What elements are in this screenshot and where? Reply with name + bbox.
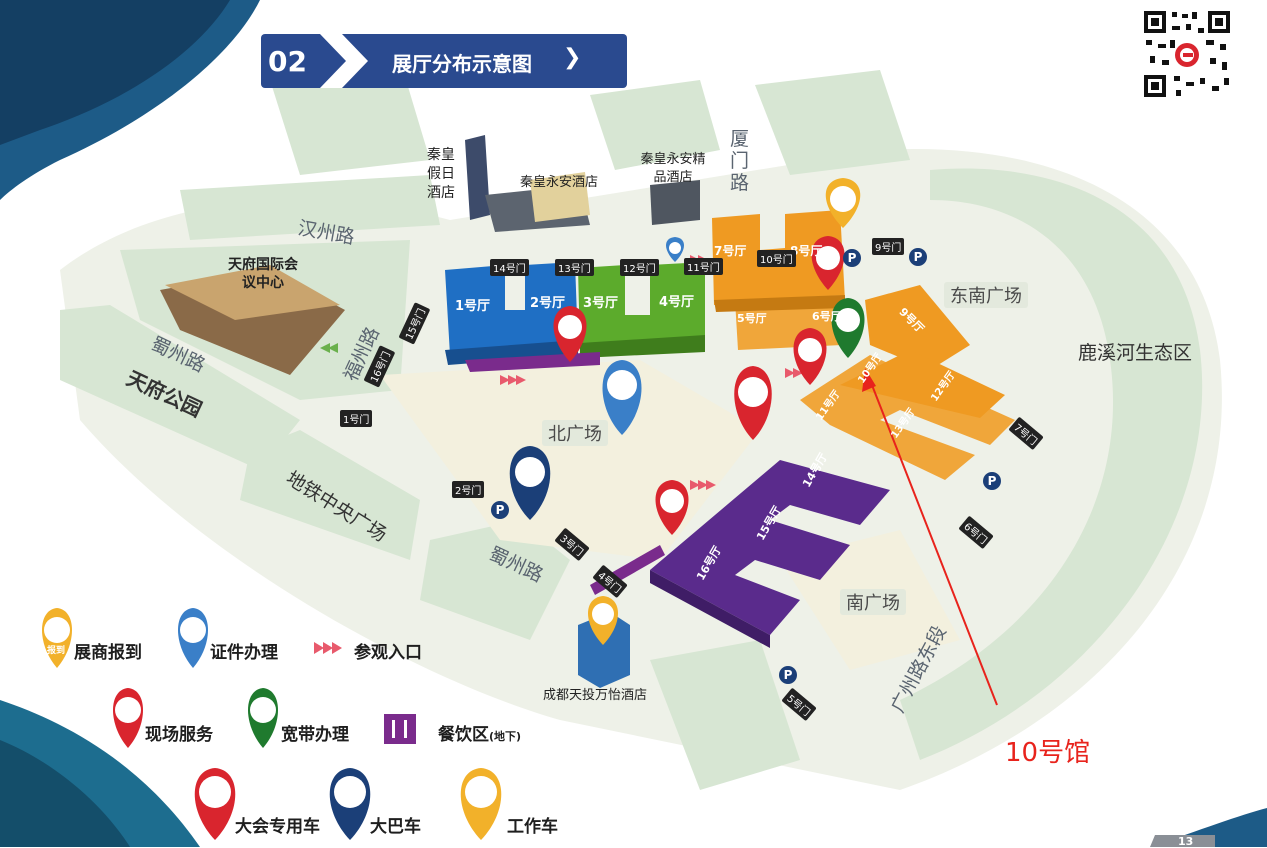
annotation-arrow-line (869, 379, 998, 706)
hotel-buildings (465, 135, 700, 232)
hotel-label-qinhuang-boutique: 秦皇永安精品酒店 (640, 152, 706, 185)
pin-broadband (831, 298, 865, 358)
hall-label-4[interactable]: 4号厅 (659, 295, 695, 310)
gate-label-1: 1号门 (340, 410, 373, 427)
legend-checkin-icon (42, 608, 72, 668)
legend-label-entrance: 参观入口 (354, 643, 422, 663)
legend-entrance-icon (314, 642, 342, 654)
legend-label-dining: 餐饮区(地下) (438, 725, 522, 745)
legend-badge-icon (178, 608, 208, 668)
area-label-south-plaza: 南广场 (840, 589, 906, 615)
legend-vip-car-icon (194, 768, 236, 840)
gate-label-14: 14号门 (490, 259, 529, 276)
hall-group-orange-east (800, 285, 1015, 480)
chevron-right-icon: ❯ (563, 45, 582, 70)
legend-label-work-car: 工作车 (507, 817, 558, 837)
legend-label-checkin: 展商报到 (74, 643, 142, 663)
gate-label-9: 9号门 (872, 238, 905, 255)
convention-center-building (160, 265, 345, 375)
legend-work-car-icon (460, 768, 502, 840)
legend-dining-icon (384, 714, 416, 744)
section-title: 展厅分布示意图 (392, 52, 532, 76)
hall-label-1[interactable]: 1号厅 (455, 299, 491, 314)
pin-bus (509, 446, 551, 520)
hall-label-2[interactable]: 2号厅 (530, 296, 566, 311)
gate-label-2: 2号门 (452, 481, 485, 498)
svg-text:P: P (848, 251, 857, 265)
area-label-southeast-plaza: 东南广场 (944, 282, 1028, 308)
page-number: 13 (1178, 835, 1194, 848)
legend-label-vip-car: 大会专用车 (235, 817, 320, 837)
svg-text:P: P (784, 668, 793, 682)
pin-checkin-hotel (588, 596, 618, 645)
legend-label-service: 现场服务 (145, 725, 213, 745)
hall-label-3[interactable]: 3号厅 (583, 296, 619, 311)
hall-label-6[interactable]: 6号厅 (812, 310, 842, 323)
pin-service-north (553, 306, 587, 362)
pin-service-8 (811, 236, 845, 290)
pin-work-car-top (825, 178, 861, 228)
hall-group-blue (445, 262, 578, 365)
pin-service-south (655, 480, 689, 535)
svg-text:P: P (496, 503, 505, 517)
road-label-xiamen: 厦门路 (730, 128, 750, 194)
hall-group-green (578, 262, 705, 358)
legend-service-icon (113, 688, 143, 748)
area-label-luxi: 鹿溪河生态区 (1078, 342, 1193, 364)
pin-service-6 (793, 328, 827, 385)
gate-label-11: 11号门 (684, 258, 723, 275)
chevron-icon (320, 34, 368, 88)
pin-badge-north (602, 360, 642, 435)
legend-broadband-icon (248, 688, 278, 748)
svg-text:P: P (988, 474, 997, 488)
pin-badge-gate11 (666, 237, 684, 262)
legend-label-badge: 证件办理 (210, 643, 278, 663)
legend-label-dining-sub: (地下) (489, 730, 522, 743)
area-label-north-plaza: 北广场 (542, 420, 608, 446)
hall-label-8[interactable]: 8号厅 (790, 244, 823, 258)
wanyi-hotel-building (578, 612, 630, 688)
hall-label-7[interactable]: 7号厅 (714, 244, 747, 258)
gate-label-10: 10号门 (757, 250, 796, 267)
svg-text:P: P (914, 250, 923, 264)
hotel-label-qinhuang-holiday: 秦皇假日酒店 (427, 147, 455, 201)
hotel-label-wanyi: 成都天投万怡酒店 (543, 688, 648, 703)
parking-icon (491, 248, 1001, 684)
legend-bus-icon (329, 768, 371, 840)
gate-label-13: 13号门 (555, 259, 594, 276)
pin-vip-car (734, 366, 772, 440)
annotation-hall10: 10号馆 (1005, 738, 1091, 768)
legend-label-bus: 大巴车 (370, 817, 421, 837)
gate-label-12: 12号门 (620, 259, 659, 276)
annotation-arrowhead (862, 368, 876, 392)
section-header (261, 34, 627, 88)
hall-label-5[interactable]: 5号厅 (737, 312, 767, 325)
section-number: 02 (268, 45, 307, 78)
hotel-label-qinhuang-yongan: 秦皇永安酒店 (520, 175, 599, 190)
qr-code (1141, 8, 1233, 100)
legend-label-broadband: 宽带办理 (281, 725, 349, 745)
area-label-convention-center: 天府国际会议中心 (228, 257, 298, 291)
legend-checkin-badge-text: 报到 (47, 646, 66, 656)
